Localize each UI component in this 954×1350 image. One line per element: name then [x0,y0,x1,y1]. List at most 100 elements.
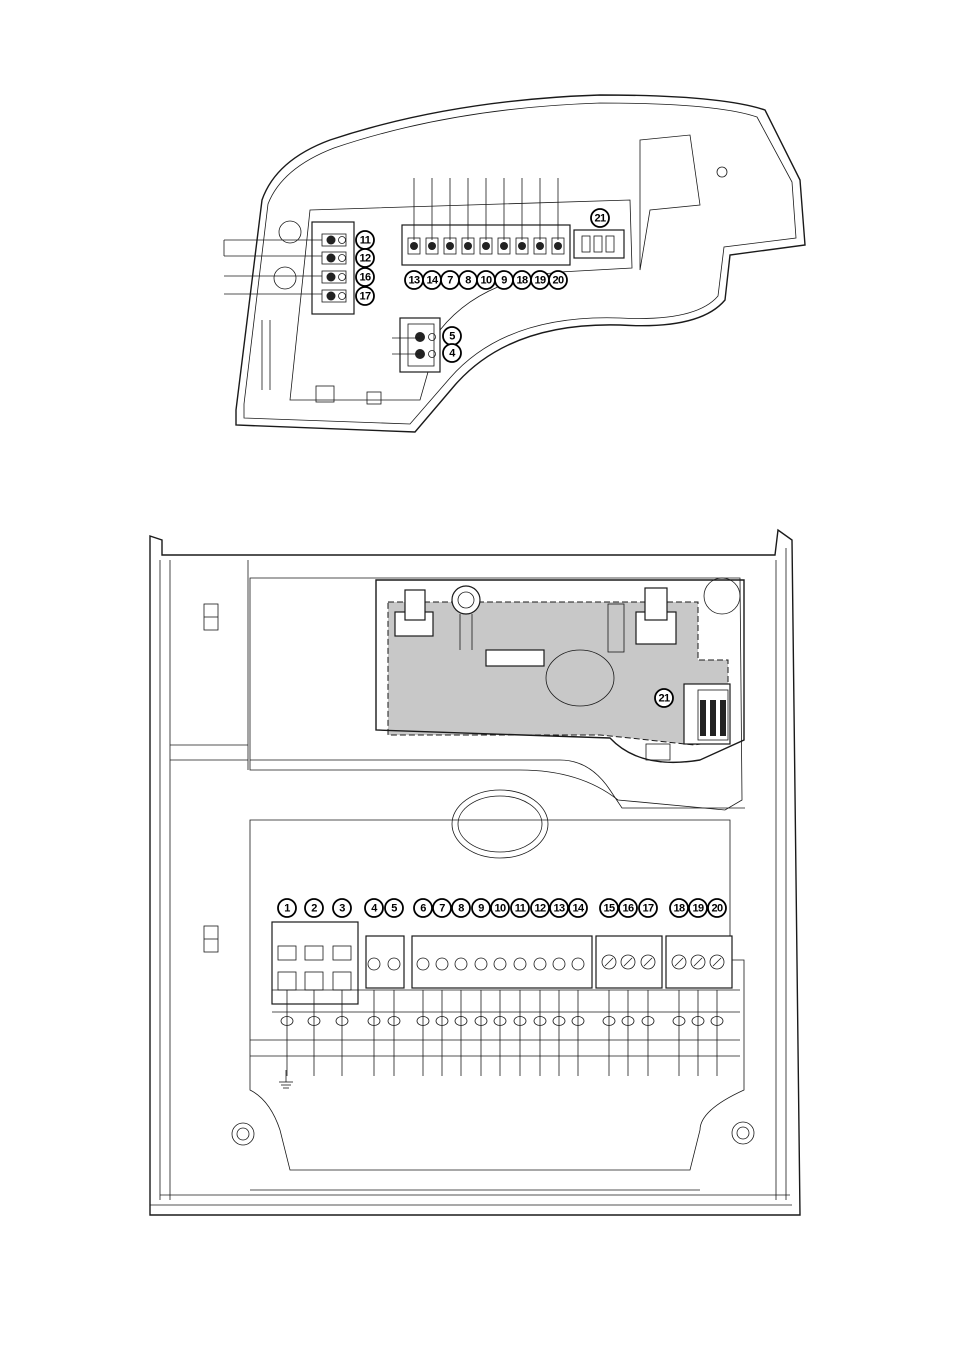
terminal-hole [428,333,436,341]
bottom-terminal-label: 4 [364,898,384,918]
terminal-hole [338,254,346,262]
top-terminal-label: 7 [440,270,460,290]
badge-circle [669,898,689,918]
terminal-hole [435,957,449,971]
badge-circle [688,898,708,918]
terminal-screw [415,332,425,342]
badge-label: 11 [515,903,526,915]
pcb-screw [474,1016,488,1026]
pcb-screw [435,1016,449,1026]
screw-slot [674,957,684,967]
terminal-slot [461,237,475,255]
badge-label: 4 [371,903,378,915]
badge-circle [599,898,619,918]
terminal-screw [446,242,454,250]
screw-slot [693,957,703,967]
top-terminal-label: 19 [530,270,550,290]
bottom-terminal-label: 11 [510,898,530,918]
terminal-hole [338,236,346,244]
terminal-screw [326,235,336,245]
top-terminal-label: 14 [422,270,442,290]
terminal-screw [671,954,687,970]
badge-circle [451,898,471,918]
terminal-screw [620,954,636,970]
pcb-screw [533,1016,547,1026]
top-terminal-label: 13 [404,270,424,290]
pcb-screw [691,1016,705,1026]
badge-label: 16 [622,903,634,915]
connector-21-bottom [683,683,731,745]
badge-label: 9 [501,275,507,287]
terminal-slot [551,237,565,255]
terminal-screw [410,242,418,250]
terminal-slot [425,237,439,255]
pcb-screw [552,1016,566,1026]
top-terminal-label: 11 [355,230,375,250]
pcb-screw [454,1016,468,1026]
badge-label: 15 [603,903,615,915]
badge-circle [384,898,404,918]
badge-circle [442,343,462,363]
badge-circle [510,898,530,918]
badge-label: 11 [360,235,371,247]
badge-label: 3 [339,903,345,915]
top-terminal-label: 9 [494,270,514,290]
bottom-terminal-label: 8 [451,898,471,918]
terminal-lever [332,945,352,961]
terminal-hole [338,273,346,281]
pcb-screw [387,1016,401,1026]
bottom-housing [149,528,801,1216]
terminal-hole [454,957,468,971]
badge-label: 20 [711,903,723,915]
badge-label: 12 [359,253,371,265]
terminal-hole [338,292,346,300]
badge-label: 19 [692,903,704,915]
connector-21-top [581,235,615,253]
badge-label: 5 [391,903,397,915]
top-terminal-label: 4 [442,343,462,363]
pcb-screw [416,1016,430,1026]
top-terminal-label: 16 [355,267,375,287]
badge-circle [490,898,510,918]
screw-slot [643,957,653,967]
bottom-terminal-label: 9 [471,898,491,918]
terminal-slot [321,251,347,265]
badge-circle [355,248,375,268]
badge-circle [413,898,433,918]
pcb-screw [367,1016,381,1026]
bottom-connector-label: 21 [654,688,674,708]
pcb-screw [672,1016,686,1026]
top-terminal-label: 17 [355,286,375,306]
badge-label: 8 [465,275,471,287]
top-terminal-label: 10 [476,270,496,290]
terminal-screw [500,242,508,250]
badge-circle [432,898,452,918]
top-lower-terminal-block [392,317,441,373]
badge-circle [364,898,384,918]
bottom-terminal-blocks [250,921,740,1089]
badge-label: 4 [449,348,456,360]
pcb-screw [571,1016,585,1026]
badge-label: 13 [408,275,420,287]
terminal-slot [443,237,457,255]
badge-circle [332,898,352,918]
badge-label: 8 [458,903,464,915]
badge-circle [530,898,550,918]
terminal-lever [304,945,324,961]
bottom-terminal-label: 14 [568,898,588,918]
badge-circle [568,898,588,918]
badge-circle [355,286,375,306]
bottom-terminal-label: 2 [304,898,324,918]
bottom-terminal-label: 15 [599,898,619,918]
badge-label: 21 [594,213,606,225]
bottom-terminal-label: 20 [707,898,727,918]
badge-circle [590,208,610,228]
terminal-slot [321,270,347,284]
screw-slot [623,957,633,967]
badge-circle [304,898,324,918]
badge-label: 1 [284,903,290,915]
badge-circle [638,898,658,918]
pcb-screw [602,1016,616,1026]
terminal-screw [690,954,706,970]
terminal-slot [515,237,529,255]
